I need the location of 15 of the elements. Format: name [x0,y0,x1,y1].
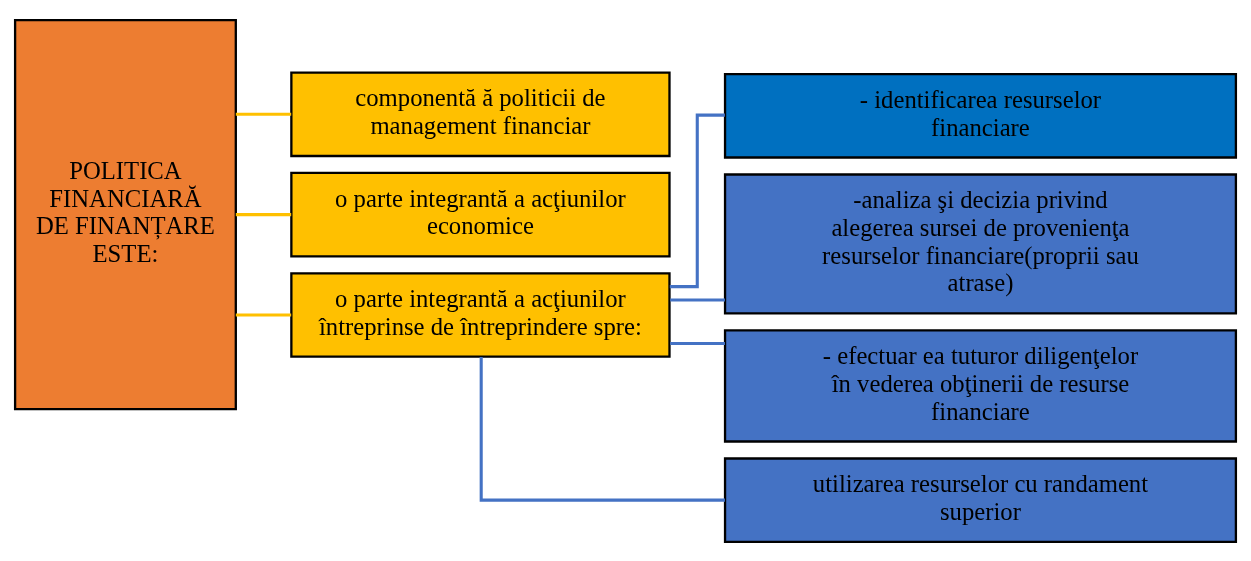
connector [235,312,292,316]
node-box: -analiza şi decizia privind alegerea sursei de provenienţa resurselor financiare(proprii sau atrase) [723,172,1238,315]
connector [670,341,725,345]
node-box: - efectuar ea tuturor diligenţelor în vederea obţinerii de resurse financiare [723,328,1238,443]
connector [235,212,292,216]
node-box: - identificarea resurselor financiare [723,72,1238,159]
node-box: o parte integrantă a acţiunilor economice [290,171,671,257]
connector [670,298,725,302]
connector [669,113,725,288]
connector [479,356,725,502]
node-box: POLITICA FINANCIARĂ DE FINANȚARE ESTE: [13,18,237,410]
connector [235,112,292,116]
node-box: o parte integrantă a acţiunilor întreprinse de întreprindere spre: [290,271,671,358]
node-box: componentă ă politicii de management financiar [290,71,671,157]
node-box: utilizarea resurselor cu randament superior [723,456,1238,543]
